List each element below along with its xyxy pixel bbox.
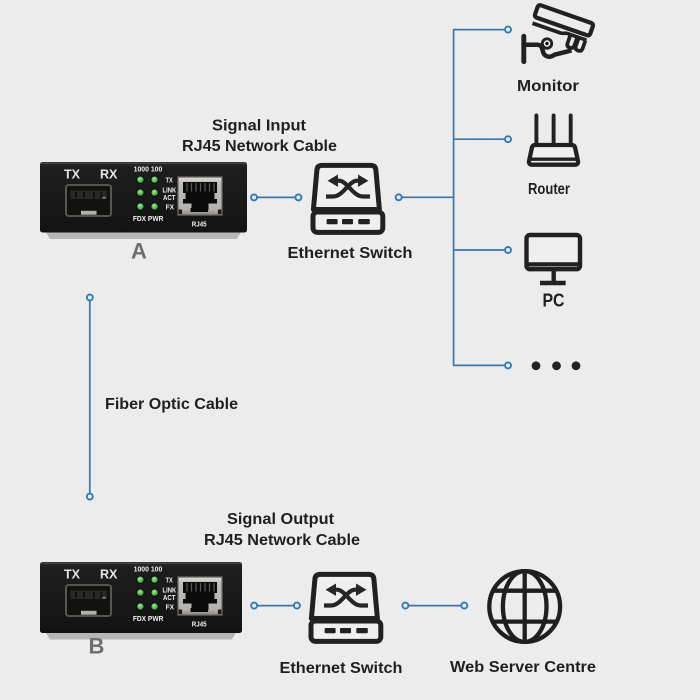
svg-text:RX: RX	[100, 566, 118, 581]
svg-text:FDX PWR: FDX PWR	[133, 216, 164, 223]
svg-text:RJ45: RJ45	[192, 220, 207, 229]
svg-text:ACT: ACT	[163, 595, 176, 602]
svg-text:TX: TX	[166, 178, 173, 185]
svg-text:Router: Router	[528, 181, 570, 198]
svg-text:RJ45: RJ45	[192, 620, 207, 629]
svg-text:LINK: LINK	[163, 587, 177, 594]
svg-text:Monitor: Monitor	[517, 78, 579, 95]
svg-text:RJ45 Network Cable: RJ45 Network Cable	[182, 138, 337, 155]
svg-text:PC: PC	[543, 291, 565, 311]
svg-text:LINK: LINK	[163, 187, 177, 194]
svg-text:ACT: ACT	[163, 195, 176, 202]
svg-text:TX: TX	[64, 566, 80, 581]
svg-text:RJ45 Network Cable: RJ45 Network Cable	[204, 532, 360, 549]
svg-text:FX: FX	[166, 605, 175, 612]
svg-text:Signal Output: Signal Output	[227, 511, 335, 528]
svg-text:FDX PWR: FDX PWR	[133, 616, 164, 623]
svg-text:B: B	[89, 634, 105, 659]
svg-text:FX: FX	[166, 205, 175, 212]
svg-text:A: A	[131, 239, 147, 264]
svg-text:1000 100: 1000 100	[134, 567, 163, 574]
svg-text:1000 100: 1000 100	[134, 167, 163, 174]
svg-text:TX: TX	[166, 578, 173, 585]
svg-text:RX: RX	[100, 166, 118, 181]
svg-text:Ethernet Switch: Ethernet Switch	[288, 245, 413, 262]
svg-text:Ethernet Switch: Ethernet Switch	[280, 660, 403, 677]
svg-text:Fiber Optic Cable: Fiber Optic Cable	[105, 396, 238, 413]
svg-text:TX: TX	[64, 166, 80, 181]
svg-text:Signal Input: Signal Input	[212, 118, 307, 135]
svg-text:Web Server Centre: Web Server Centre	[450, 659, 596, 676]
